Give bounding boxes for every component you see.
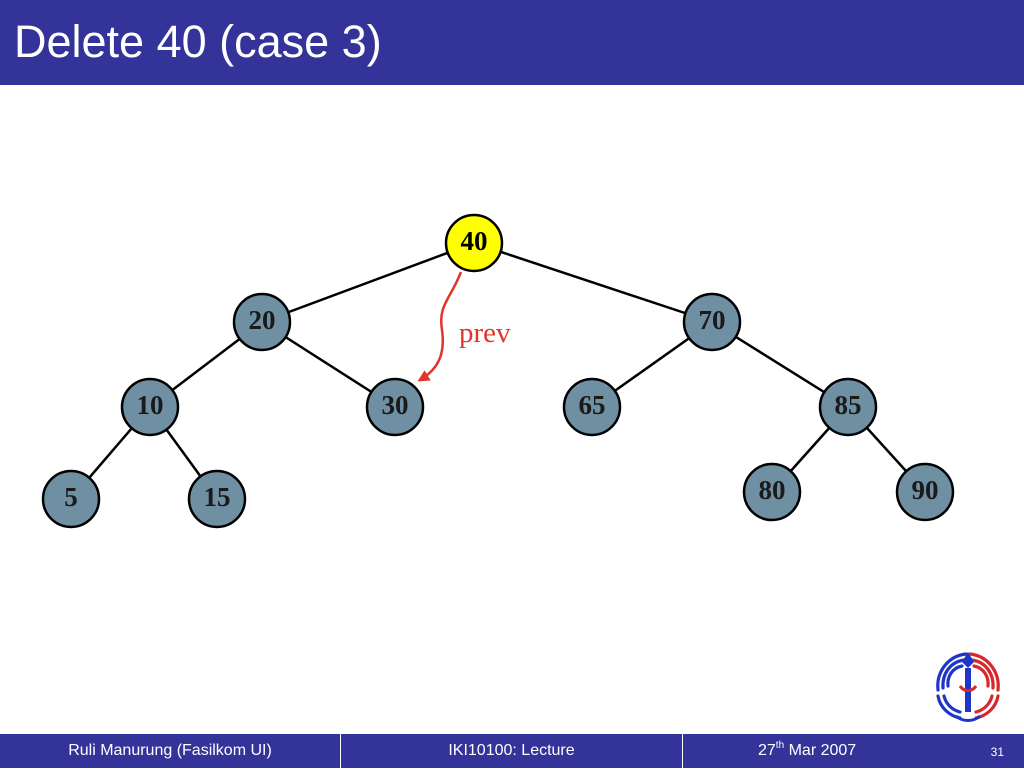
prev-pointer-label: prev <box>459 317 511 349</box>
tree-node-circle <box>187 469 247 529</box>
footer-course: IKI10100: Lecture <box>341 734 682 768</box>
tree-node-circle <box>120 377 180 437</box>
tree-edge <box>473 241 713 324</box>
tree-node-70: 70 <box>682 292 742 352</box>
tree-node-65: 65 <box>562 377 622 437</box>
tree-node-circle <box>444 213 504 273</box>
university-logo-icon <box>936 652 1000 722</box>
tree-node-5: 5 <box>41 469 101 529</box>
page-number: 31 <box>990 745 1004 759</box>
tree-node-label: 80 <box>759 475 786 505</box>
tree-node-30: 30 <box>365 377 425 437</box>
title-bar: Delete 40 (case 3) <box>0 0 1024 85</box>
tree-node-label: 10 <box>137 390 164 420</box>
tree-node-label: 5 <box>64 482 78 512</box>
tree-node-circle <box>232 292 292 352</box>
tree-node-circle <box>41 469 101 529</box>
footer-author: Ruli Manurung (Fasilkom UI) <box>0 734 340 768</box>
footer-date-day: 27 <box>758 742 776 759</box>
footer: Ruli Manurung (Fasilkom UI) IKI10100: Le… <box>0 734 1024 768</box>
tree-node-label: 90 <box>912 475 939 505</box>
tree-node-circle <box>682 292 742 352</box>
tree-node-circle <box>818 377 878 437</box>
tree-node-label: 85 <box>835 390 862 420</box>
footer-date-section: 27th Mar 2007 31 <box>683 734 1024 768</box>
tree-edge <box>261 241 475 324</box>
tree-node-10: 10 <box>120 377 180 437</box>
bst-diagram: prev 40 20 70 10 30 65 85 5 15 80 90 <box>41 213 955 529</box>
tree-node-label: 65 <box>579 390 606 420</box>
tree-node-label: 30 <box>382 390 409 420</box>
footer-date-suffix: th <box>775 739 785 751</box>
slide-title: Delete 40 (case 3) <box>14 16 382 67</box>
tree-node-85: 85 <box>818 377 878 437</box>
tree-node-label: 70 <box>699 305 726 335</box>
tree-node-label: 15 <box>204 482 231 512</box>
footer-date-rest: Mar 2007 <box>784 742 857 759</box>
tree-node-circle <box>742 462 802 522</box>
tree-node-40: 40 <box>444 213 504 273</box>
tree-node-label: 40 <box>461 226 488 256</box>
tree-node-label: 20 <box>249 305 276 335</box>
prev-pointer-arrow <box>417 271 463 382</box>
tree-node-circle <box>365 377 425 437</box>
tree-node-15: 15 <box>187 469 247 529</box>
tree-node-90: 90 <box>895 462 955 522</box>
tree-node-circle <box>562 377 622 437</box>
tree-node-80: 80 <box>742 462 802 522</box>
footer-date: 27th Mar 2007 <box>758 734 856 768</box>
tree-node-20: 20 <box>232 292 292 352</box>
tree-node-circle <box>895 462 955 522</box>
